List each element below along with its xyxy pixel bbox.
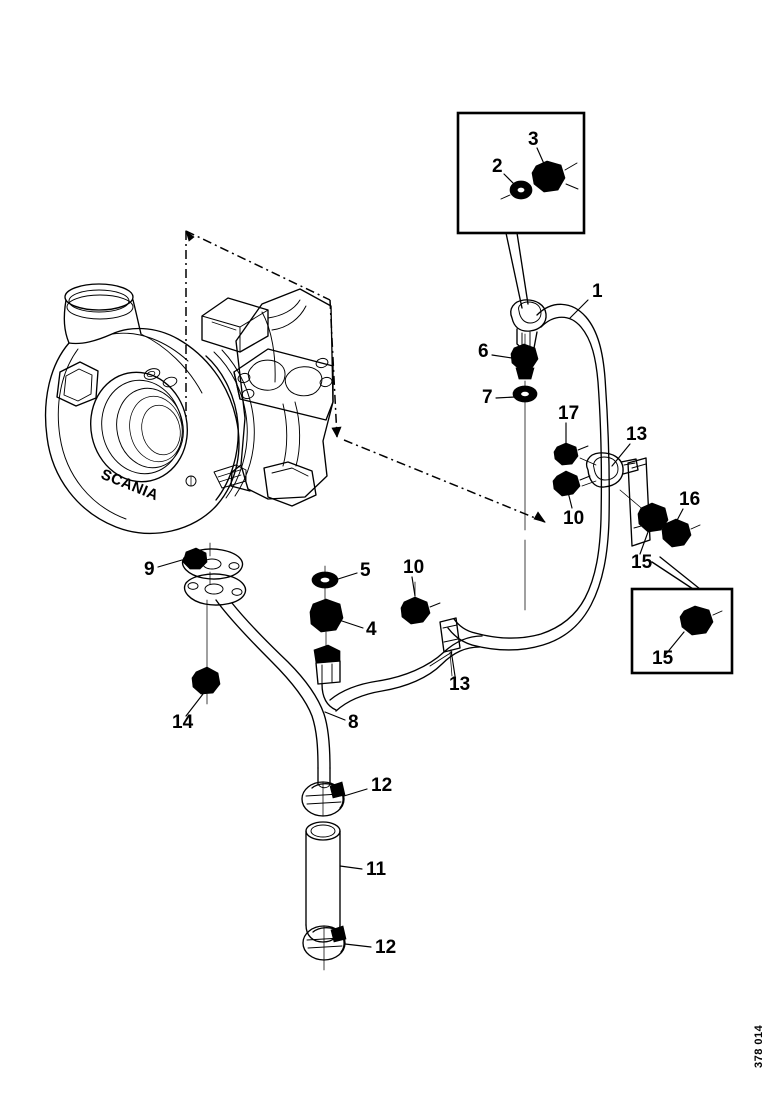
bolt-14 — [191, 599, 221, 705]
callout-10-upper: 10 — [563, 483, 584, 529]
callout-label-4: 4 — [366, 619, 377, 640]
callout-label-12-upper: 12 — [371, 775, 392, 796]
pipe-union-13 — [439, 617, 461, 677]
callout-12-lower: 12 — [344, 937, 396, 958]
callout-label-3: 3 — [528, 129, 539, 150]
bolt-15 — [637, 502, 669, 533]
oil-feed-pipe — [447, 299, 610, 651]
projection-lines — [185, 230, 546, 523]
washer-17 — [553, 442, 589, 466]
callout-9: 9 — [144, 559, 183, 580]
sheet-reference-code: 378 014 — [753, 1024, 765, 1068]
hose-clamp-12-lower — [302, 925, 347, 971]
callout-label-17: 17 — [558, 403, 579, 424]
exploded-stack-4-5 — [309, 565, 344, 711]
sealing-washer-7 — [512, 380, 538, 611]
banjo-bolt-detail — [531, 160, 579, 193]
detail-box-lower — [630, 556, 734, 675]
callout-1: 1 — [569, 281, 603, 319]
callout-label-8: 8 — [348, 712, 359, 733]
bolt-10-upper — [552, 470, 591, 497]
callout-label-9: 9 — [144, 559, 155, 580]
callout-label-10-upper: 10 — [563, 508, 584, 529]
callout-4: 4 — [338, 619, 377, 640]
svg-text:378 014: 378 014 — [753, 1024, 765, 1068]
scania-emboss: SCANIA — [99, 466, 161, 504]
callout-label-2: 2 — [492, 156, 503, 177]
callout-11: 11 — [339, 859, 387, 880]
callout-label-15-bracket: 15 — [631, 552, 653, 573]
union-block — [313, 644, 341, 711]
callout-label-12-lower: 12 — [375, 937, 396, 958]
callout-13-lower: 13 — [449, 649, 470, 695]
callout-label-15-detail: 15 — [652, 648, 674, 669]
banjo-bolt-6 — [510, 333, 539, 380]
callout-12-upper: 12 — [343, 775, 392, 797]
callout-17: 17 — [558, 403, 579, 445]
callout-label-13-upper: 13 — [626, 424, 647, 445]
callout-16: 16 — [673, 489, 700, 527]
svg-text:SCANIA: SCANIA — [99, 466, 161, 504]
callout-label-1: 1 — [592, 281, 603, 302]
pipe-clamp-assembly — [552, 442, 701, 548]
callout-label-13-lower: 13 — [449, 674, 470, 695]
callout-label-6: 6 — [478, 341, 489, 362]
callout-label-10-lower: 10 — [403, 557, 424, 578]
washer-5 — [311, 571, 339, 589]
callout-label-11: 11 — [366, 859, 387, 880]
detail-box-top — [456, 111, 586, 309]
callout-label-7: 7 — [482, 387, 493, 408]
callout-label-5: 5 — [360, 560, 371, 581]
bolt-10-lower — [400, 581, 441, 625]
turbocharger-assembly: SCANIA — [44, 283, 334, 534]
callout-13-upper: 13 — [611, 424, 647, 467]
hose-clamp-12-upper — [301, 781, 346, 817]
flange-gasket-9-lower — [184, 573, 247, 606]
callout-5: 5 — [334, 560, 371, 581]
callout-15-bracket: 15 — [631, 531, 653, 573]
oil-return-pipe — [182, 542, 483, 789]
nut-16 — [661, 518, 701, 548]
flange-bolt-9 — [182, 547, 208, 570]
banjo-bolt-4 — [309, 598, 344, 633]
callout-10-lower: 10 — [403, 557, 424, 597]
sealing-washer-detail — [500, 180, 533, 200]
callout-6: 6 — [478, 341, 513, 362]
bolt-detail-15 — [679, 605, 723, 636]
callout-layer: 1 2 3 4 5 6 7 — [144, 129, 700, 958]
callout-2: 2 — [492, 156, 519, 189]
callout-14: 14 — [172, 693, 204, 733]
callout-3: 3 — [528, 129, 546, 167]
callout-label-14: 14 — [172, 712, 194, 733]
callout-label-16: 16 — [679, 489, 700, 510]
callout-7: 7 — [482, 387, 516, 408]
callout-8: 8 — [324, 711, 359, 733]
rubber-hose-assembly — [301, 781, 347, 971]
callout-15-detail: 15 — [652, 631, 685, 669]
